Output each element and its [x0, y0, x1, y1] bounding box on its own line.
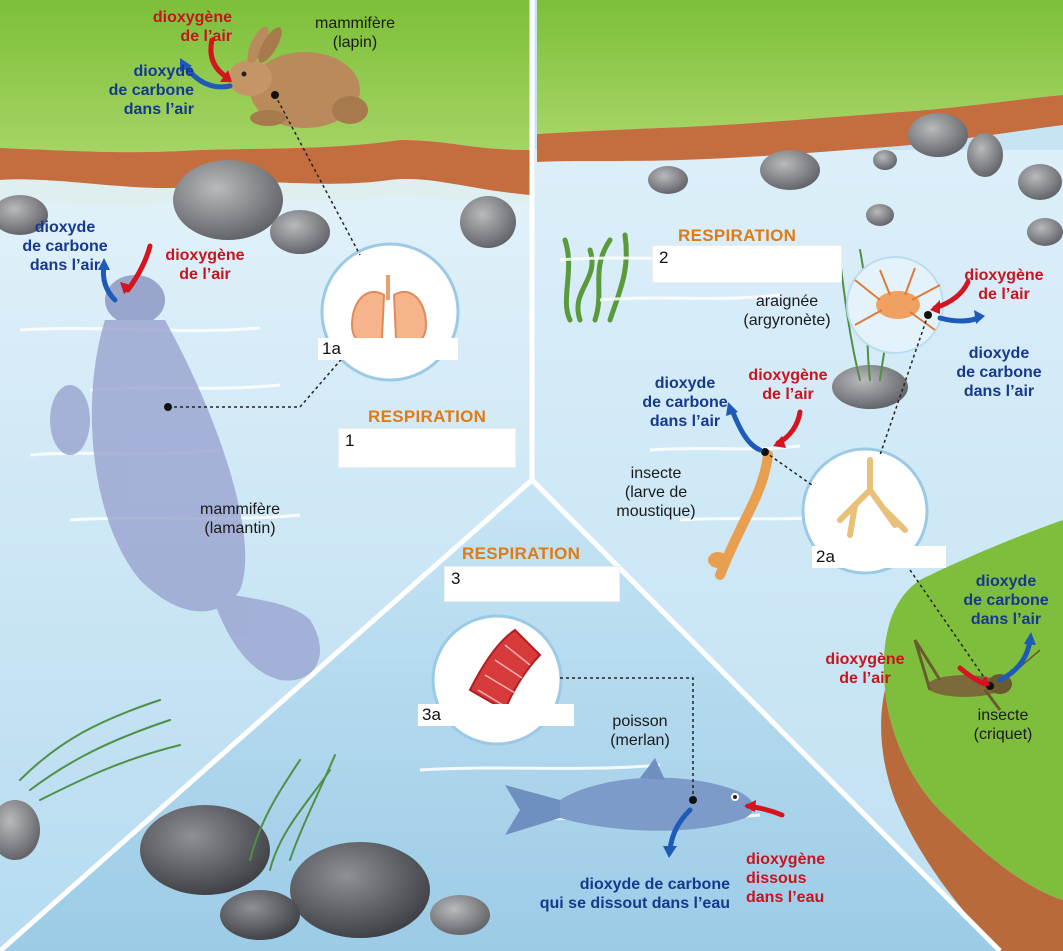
trachea-icon — [837, 457, 908, 538]
detail-3a-number: 3a — [422, 705, 441, 724]
spider-co2-label: dioxyde de carbone dans l’air — [956, 345, 1042, 400]
detail-1a-number: 1a — [322, 339, 341, 358]
section-3-answer-box[interactable]: 3 — [444, 566, 620, 602]
rocks — [0, 113, 1063, 940]
detail-1a-label[interactable]: 1a — [318, 338, 458, 360]
section-3-title: RESPIRATION — [462, 544, 581, 563]
section-1-number: 1 — [345, 431, 355, 450]
fish-oxygen-label: dioxygène dissous dans l’eau — [746, 851, 826, 906]
manatee-co2-label: dioxyde de carbone dans l’air — [22, 219, 108, 274]
oxygen-arrowheads — [120, 70, 990, 812]
leader-lines — [168, 94, 991, 800]
section-2-title: RESPIRATION — [678, 226, 797, 245]
detail-2a-label[interactable]: 2a — [812, 546, 946, 568]
spider-oxygen-label: dioxygène de l’air — [964, 267, 1044, 303]
detail-2a-number: 2a — [816, 547, 835, 566]
cricket-oxygen-label: dioxygène de l’air — [825, 651, 905, 687]
detail-3a-label[interactable]: 3a — [418, 704, 574, 726]
rabbit-illustration — [228, 26, 368, 128]
right-island — [883, 520, 1063, 900]
spider-species-label: araignée (argyronète) — [743, 293, 831, 329]
larva-oxygen-label: dioxygène de l’air — [748, 367, 828, 403]
manatee-oxygen-label: dioxygène de l’air — [165, 247, 245, 283]
spider-illustration — [846, 256, 944, 354]
section-2-number: 2 — [659, 248, 669, 267]
fish-illustration — [505, 758, 754, 835]
larva-species-label: insecte (larve de moustique) — [616, 465, 696, 520]
co2-arrowheads — [98, 58, 1036, 858]
cricket-co2-label: dioxyde de carbone dans l’air — [963, 573, 1049, 628]
section-1-title: RESPIRATION — [368, 407, 487, 426]
gills-icon — [468, 628, 542, 712]
rabbit-co2-label: dioxyde de carbone dans l’air — [108, 63, 194, 118]
rabbit-oxygen-label: dioxygène de l’air — [152, 9, 232, 45]
manatee-species-label: mammifère (lamantin) — [199, 501, 280, 537]
cricket-species-label: insecte (criquet) — [973, 707, 1033, 743]
right-soil — [537, 95, 1063, 162]
larva-illustration — [708, 450, 773, 580]
section-2-answer-box[interactable]: 2 — [652, 245, 842, 283]
manatee-illustration — [50, 275, 320, 681]
larva-co2-label: dioxyde de carbone dans l’air — [642, 375, 728, 430]
fish-co2-label: dioxyde de carbone qui se dissout dans l… — [539, 876, 730, 912]
rabbit-species-label: mammifère (lapin) — [314, 15, 395, 51]
section-1-answer-box[interactable]: 1 — [338, 428, 516, 468]
fish-species-label: poisson (merlan) — [610, 713, 670, 749]
section-3-number: 3 — [451, 569, 461, 588]
detail-circle-trachea — [801, 447, 929, 575]
left-soil — [0, 140, 530, 195]
right-grass — [537, 0, 1063, 134]
